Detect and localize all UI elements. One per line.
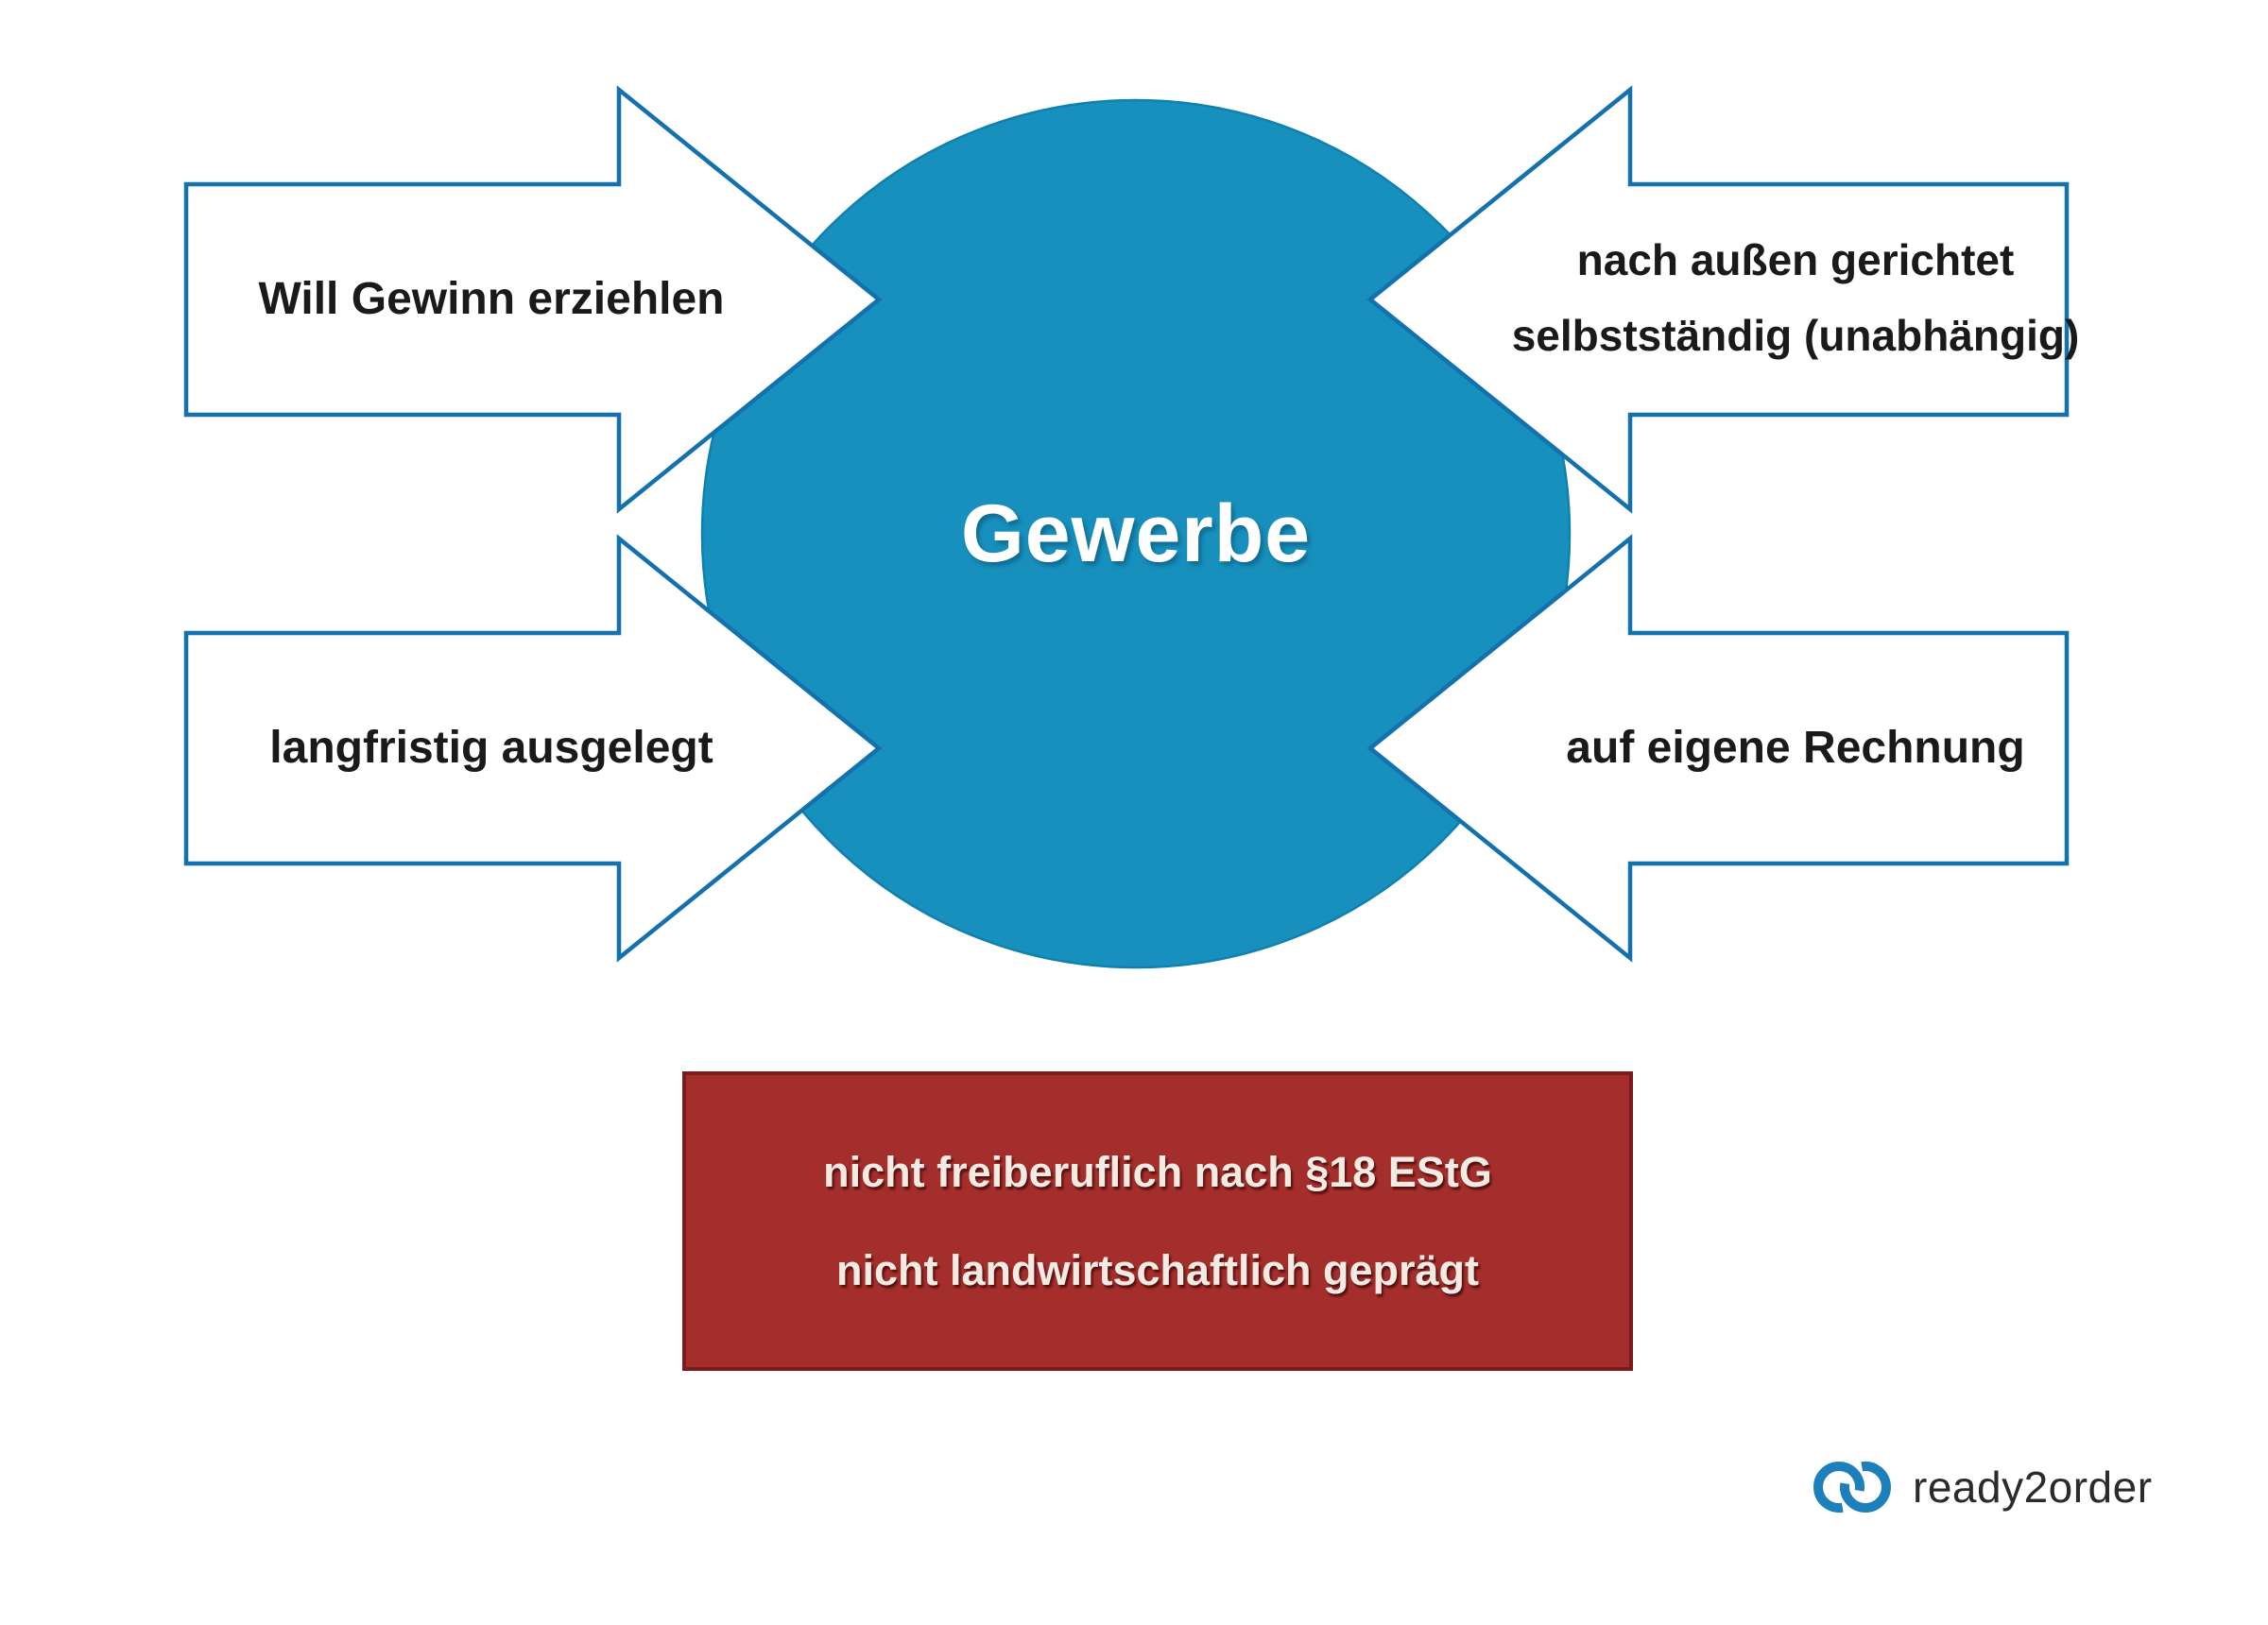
- arrow-label-bottom-right: auf eigene Rechnung: [1479, 673, 2112, 824]
- logo-ring-right: [1839, 1461, 1891, 1513]
- arrow-bottom-right-shape: [1366, 534, 2070, 963]
- center-label: Gewerbe: [960, 488, 1312, 579]
- arrow-label-top-left-text: Will Gewinn erziehlen: [258, 274, 725, 324]
- arrow-label-bottom-left: langfristig ausgelegt: [189, 673, 794, 824]
- logo-ring-left: [1813, 1462, 1865, 1514]
- arrow-top-right-shape: [1366, 85, 2070, 514]
- gewerbe-circle: [700, 98, 1572, 969]
- arrow-label-top-right-line2: selbstständig (unabhängig): [1511, 311, 2080, 360]
- arrow-label-top-right: nach außen gerichtet selbstständig (unab…: [1479, 181, 2112, 414]
- ready2order-logo-icon: [1813, 1461, 1891, 1514]
- exclusion-line-1: nicht freiberuflich nach §18 EStG: [823, 1147, 1492, 1196]
- arrow-label-top-right-line1: nach außen gerichtet: [1576, 235, 2015, 284]
- brand-logo: ready2order: [1811, 1456, 2153, 1518]
- arrow-label-bottom-left-text: langfristig ausgelegt: [269, 723, 713, 773]
- arrow-bottom-left-shape: [183, 534, 883, 963]
- arrow-label-bottom-right-text: auf eigene Rechnung: [1566, 723, 2025, 773]
- brand-logo-text: ready2order: [1913, 1462, 2153, 1512]
- exclusion-line-2: nicht landwirtschaftlich geprägt: [835, 1245, 1480, 1294]
- exclusion-box: nicht freiberuflich nach §18 EStG nicht …: [682, 1071, 1633, 1371]
- arrow-label-top-left: Will Gewinn erziehlen: [189, 224, 794, 375]
- arrow-top-left-shape: [183, 85, 883, 514]
